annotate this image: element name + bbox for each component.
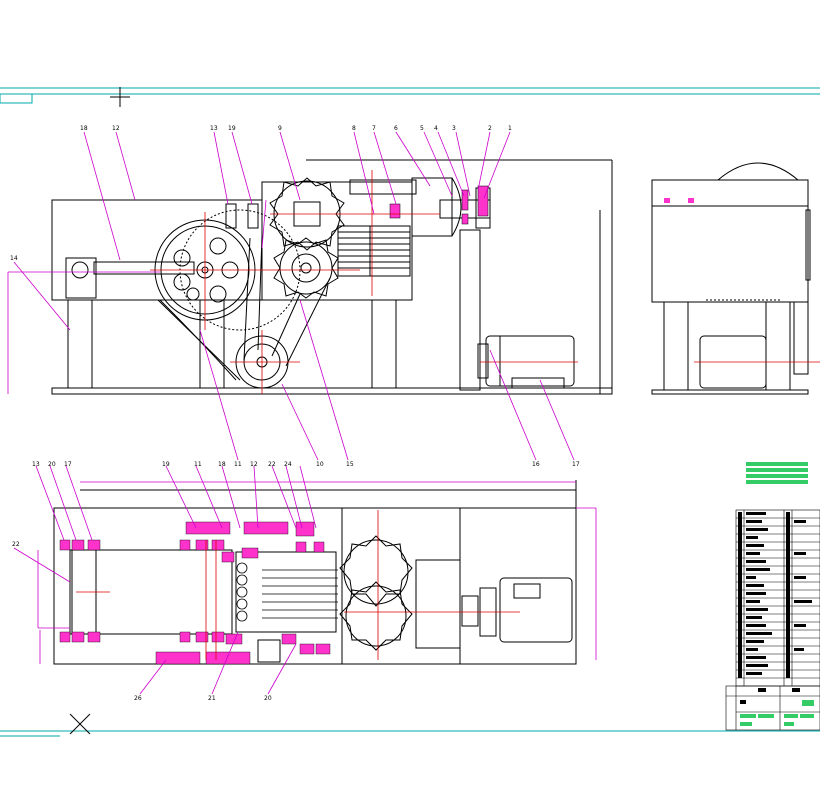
title-block-stamps — [740, 700, 814, 726]
callouts-plan-bottom: 26 21 20 — [134, 695, 272, 702]
sheet-frame — [0, 87, 820, 737]
callout-label: 8 — [352, 125, 356, 132]
callout-label: 2 — [488, 125, 492, 132]
callout-label: 19 — [228, 125, 236, 132]
callout-label: 11 — [234, 461, 242, 468]
plan-view-highlights — [59, 521, 331, 665]
callout-label: 15 — [346, 461, 354, 468]
cross-mark-icon — [69, 713, 91, 735]
callout-label: 24 — [284, 461, 292, 468]
callouts-front-bottom: 11 10 15 16 17 — [234, 461, 580, 468]
callout-label: 17 — [64, 461, 72, 468]
side-view-highlights — [664, 198, 694, 203]
callout-label: 21 — [208, 695, 216, 702]
plan-view-cutters — [339, 535, 413, 651]
bill-of-materials — [735, 509, 820, 687]
callout-label: 6 — [394, 125, 398, 132]
belt-drive — [157, 235, 331, 389]
crosshair-icon — [110, 87, 130, 107]
front-view — [51, 159, 613, 395]
callout-label: 20 — [48, 461, 56, 468]
callout-label: 20 — [264, 695, 272, 702]
callout-label: 18 — [80, 125, 88, 132]
front-view-highlights — [389, 185, 489, 225]
front-view-leaders — [7, 131, 575, 461]
callout-label: 5 — [420, 125, 424, 132]
plan-view-blades — [236, 562, 338, 622]
bom-text-marks — [738, 512, 812, 678]
side-view — [651, 162, 811, 395]
callout-label: 17 — [572, 461, 580, 468]
callout-label: 3 — [452, 125, 456, 132]
callout-label: 12 — [250, 461, 258, 468]
callouts-plan-top: 13 20 17 19 11 18 12 22 24 22 — [12, 461, 292, 548]
front-view-centerlines — [150, 170, 578, 394]
motor — [477, 335, 575, 389]
callout-label: 4 — [434, 125, 438, 132]
callout-label: 13 — [210, 125, 218, 132]
callout-label: 7 — [372, 125, 376, 132]
callout-label: 18 — [218, 461, 226, 468]
title-block — [725, 462, 820, 731]
callout-label: 12 — [112, 125, 120, 132]
callout-label: 13 — [32, 461, 40, 468]
plan-view — [53, 480, 577, 665]
callout-label: 1 — [508, 125, 512, 132]
callout-label: 22 — [12, 541, 20, 548]
cutter-wheel-lower — [273, 237, 339, 299]
callout-label: 14 — [10, 255, 18, 262]
callout-label: 16 — [532, 461, 540, 468]
callout-label: 22 — [268, 461, 276, 468]
callout-label: 19 — [162, 461, 170, 468]
plan-view-leaders — [13, 465, 597, 695]
blade-stack — [337, 225, 411, 277]
callout-label: 11 — [194, 461, 202, 468]
callout-label: 26 — [134, 695, 142, 702]
callout-label: 10 — [316, 461, 324, 468]
title-block-labels — [740, 688, 800, 704]
callout-label: 9 — [278, 125, 282, 132]
callouts-top: 18 12 13 19 9 8 7 6 5 4 3 2 1 14 — [10, 125, 512, 262]
plan-view-centerlines — [76, 510, 520, 660]
title-block-lower — [725, 685, 820, 731]
